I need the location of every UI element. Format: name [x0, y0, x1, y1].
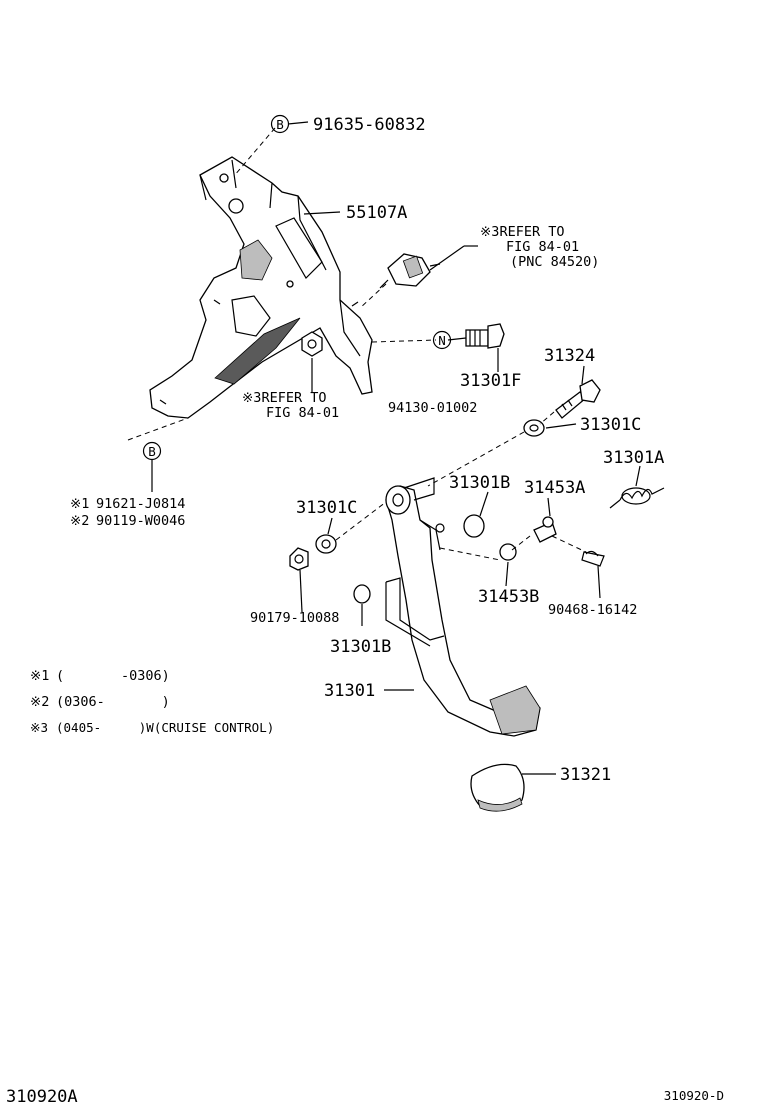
label-31301b-bottom: 31301B: [330, 637, 391, 657]
label-mark-1: ※1: [70, 496, 89, 512]
callout-b-top: B: [270, 114, 290, 134]
label-mark-2: ※2: [70, 513, 89, 529]
label-91621-j0814: 91621-J0814: [96, 496, 185, 512]
bushing-31301b-bottom: [353, 584, 371, 604]
bushing-31301b-top: [463, 514, 485, 538]
footer-illustration-code: 310920-D: [664, 1088, 724, 1103]
label-refer-nut-line1: ※3REFER TO: [242, 390, 326, 406]
label-91635-60832: 91635-60832: [313, 115, 426, 135]
callout-n-letter: N: [438, 333, 446, 348]
stop-lamp-switch: [379, 253, 441, 289]
brake-pedal: [385, 477, 541, 737]
label-refer-nut-line2: FIG 84-01: [266, 405, 339, 421]
label-31301c-left: 31301C: [296, 498, 357, 518]
pedal-bracket: [149, 156, 373, 419]
pedal-pad-31321: [470, 763, 525, 812]
label-31301b-top: 31301B: [449, 473, 510, 493]
callout-b-left: B: [142, 441, 162, 461]
bolt-31324: [555, 379, 601, 419]
footnote-1-text: ( -0306): [56, 668, 170, 684]
label-90119-w0046: 90119-W0046: [96, 513, 185, 529]
footnotes: ※1 ( -0306) ※2 (0306- ) ※3 (0405- )W(CRU…: [30, 668, 274, 735]
clip-31453a: [533, 516, 557, 543]
bushing-31301c-right: [523, 419, 545, 437]
clip-31453b: [499, 543, 517, 561]
footer-figure-code: 310920A: [6, 1087, 78, 1107]
label-31301a: 31301A: [603, 448, 664, 468]
label-refer-switch-line1: ※3REFER TO: [480, 224, 564, 240]
callout-n: N: [432, 330, 452, 350]
footnote-3-mark: ※3: [30, 720, 48, 735]
callout-b-top-letter: B: [276, 117, 284, 132]
leader-lines: [127, 121, 641, 775]
bushing-31301c-left: [315, 534, 337, 554]
label-31453a: 31453A: [524, 478, 585, 498]
footnote-2-mark: ※2: [30, 694, 49, 710]
pin-31301f: [465, 323, 505, 349]
label-refer-switch-line2: FIG 84-01: [506, 239, 579, 255]
label-90179-10088: 90179-10088: [250, 610, 339, 626]
label-refer-switch-line3: (PNC 84520): [510, 254, 599, 270]
label-31301: 31301: [324, 681, 375, 701]
label-90468-16142: 90468-16142: [548, 602, 637, 618]
label-31324: 31324: [544, 346, 595, 366]
label-31301c-right: 31301C: [580, 415, 641, 435]
spring-31301a: [609, 487, 665, 509]
footnote-3-text: (0405- )W(CRUISE CONTROL): [56, 720, 274, 735]
label-94130-01002: 94130-01002: [388, 400, 477, 416]
footnote-1-mark: ※1: [30, 668, 49, 684]
nut-90179: [289, 547, 309, 571]
label-31453b: 31453B: [478, 587, 539, 607]
label-31321: 31321: [560, 765, 611, 785]
pin-90468: [581, 550, 605, 567]
footnote-2-text: (0306- ): [56, 694, 170, 710]
callout-b-left-letter: B: [148, 444, 156, 459]
label-55107a: 55107A: [346, 203, 407, 223]
bracket-nut: [301, 331, 323, 357]
label-31301f: 31301F: [460, 371, 521, 391]
